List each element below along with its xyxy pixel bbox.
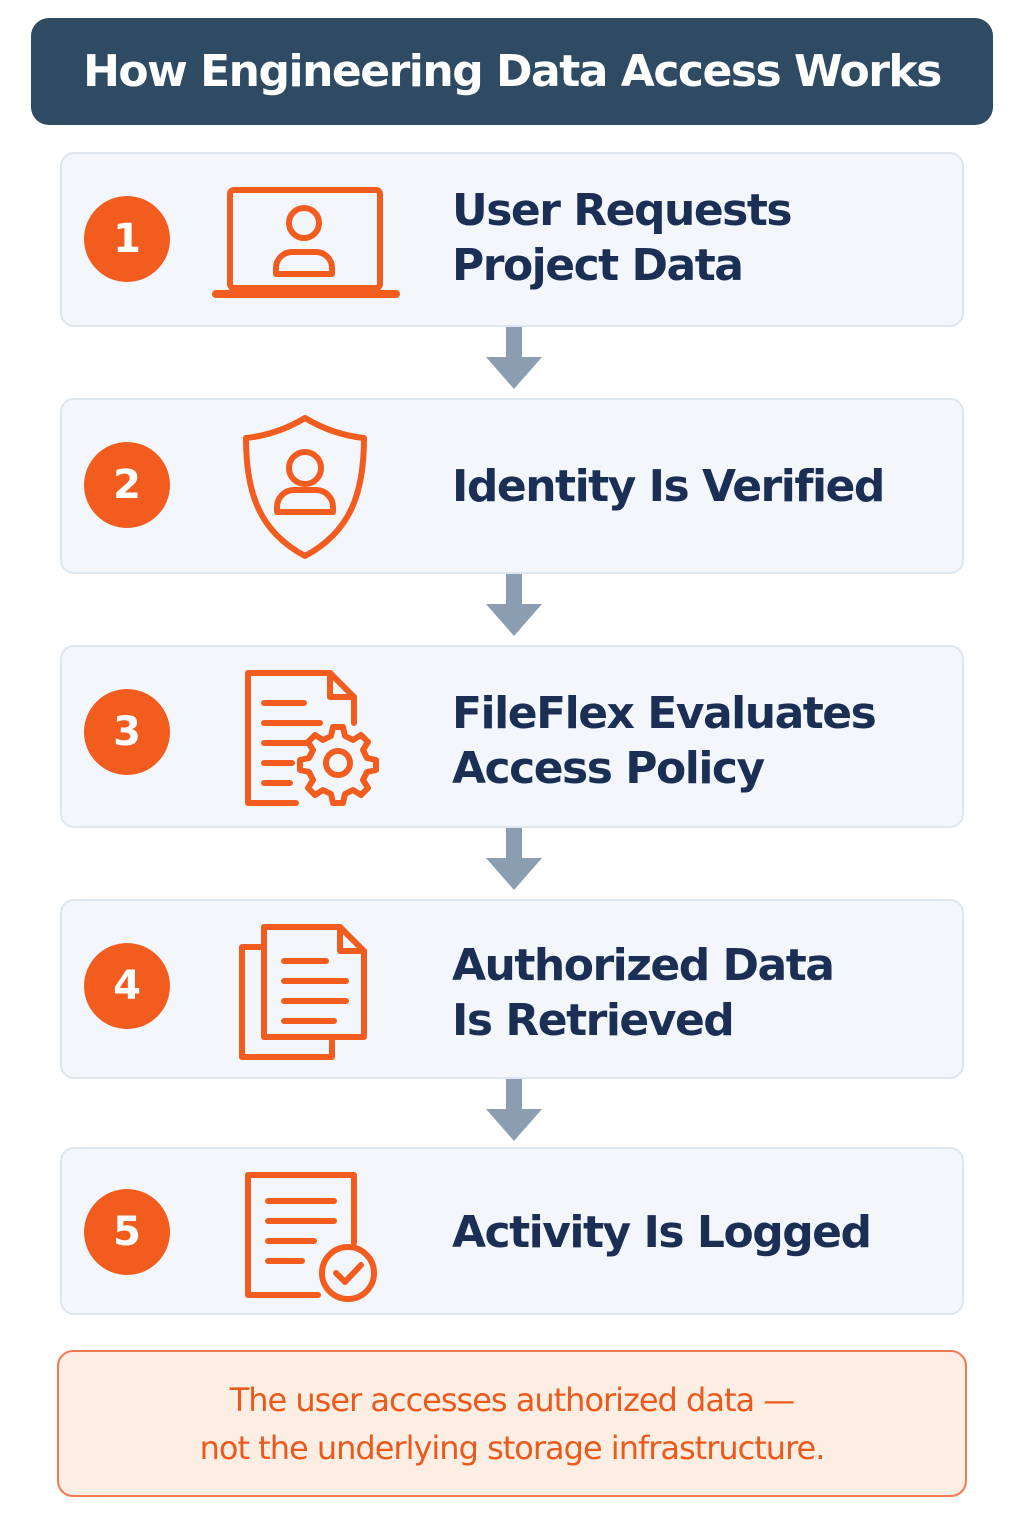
note-line-1: The user accesses authorized data —: [229, 1380, 796, 1419]
laptop-user-icon: [212, 187, 400, 298]
step-3-label: FileFlex Evaluates Access Policy: [452, 688, 877, 794]
step-5-badge: 5: [84, 1189, 170, 1275]
step-4-label: Authorized Data Is Retrieved: [452, 940, 835, 1046]
step-5-label: Activity Is Logged: [452, 1207, 872, 1258]
step-2-badge: 2: [84, 442, 170, 528]
arrow-down-icon: [486, 574, 542, 636]
document-gear-icon: [245, 670, 379, 806]
arrow-down-icon: [486, 1079, 542, 1141]
step-4-badge: 4: [84, 943, 170, 1029]
document-check-icon: [245, 1172, 377, 1302]
step-3-badge: 3: [84, 689, 170, 775]
step-1-label: User Requests Project Data: [452, 185, 793, 291]
step-1-card: 1 User Requests Project Data: [60, 152, 964, 327]
step-3-card: 3 FileFlex Evaluates Access Policy: [60, 645, 964, 828]
arrow-down-icon: [486, 828, 542, 890]
note-line-2: not the underlying storage infrastructur…: [199, 1428, 826, 1467]
page-title: How Engineering Data Access Works: [83, 46, 942, 97]
step-5-card: 5 Activity Is Logged: [60, 1147, 964, 1315]
arrow-down-icon: [486, 327, 542, 389]
step-1-badge: 1: [84, 196, 170, 282]
header-bar: How Engineering Data Access Works: [31, 18, 993, 125]
step-2-label: Identity Is Verified: [452, 461, 885, 512]
shield-user-icon: [243, 415, 367, 559]
summary-note: The user accesses authorized data — not …: [57, 1350, 967, 1497]
step-4-card: 4 Authorized Data Is Retrieved: [60, 899, 964, 1079]
step-2-card: 2 Identity Is Verified: [60, 398, 964, 574]
documents-stack-icon: [239, 924, 367, 1060]
